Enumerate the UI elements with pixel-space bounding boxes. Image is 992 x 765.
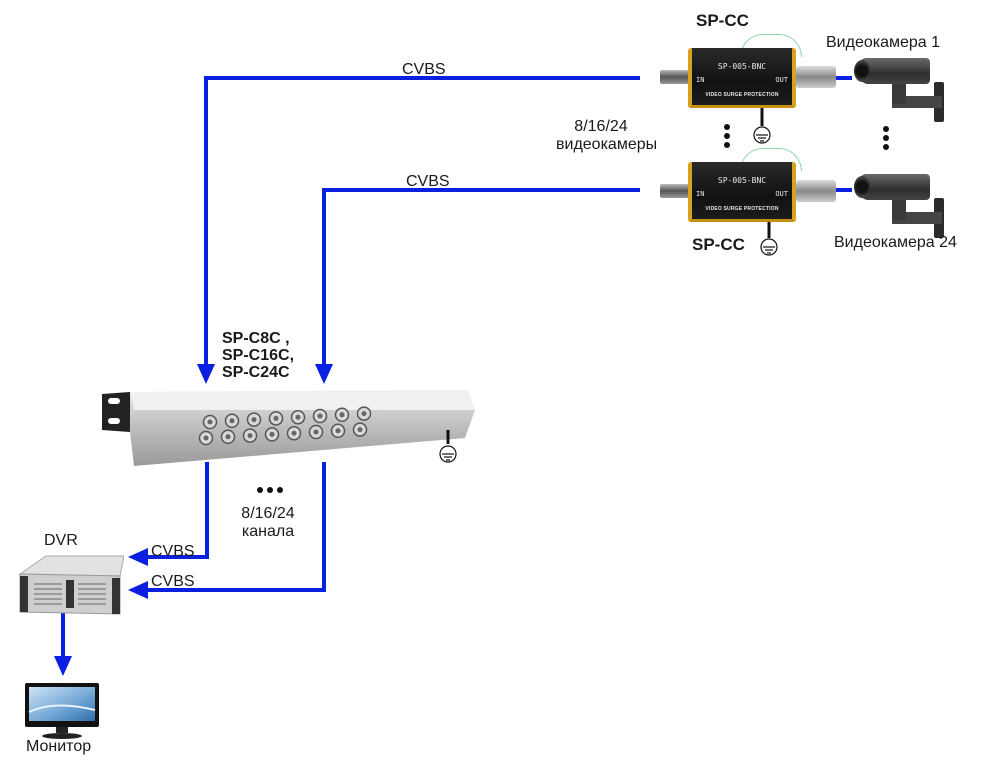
cvbs-label-dvr-1: CVBS <box>151 543 195 560</box>
camera-24 <box>852 168 952 238</box>
bnc-port-pin <box>335 428 341 434</box>
wire-dvr-in-2 <box>146 462 326 592</box>
bnc-port-pin <box>269 431 275 437</box>
out-label: OUT <box>775 76 788 84</box>
monitor-label: Монитор <box>26 738 92 755</box>
surge-protector-top: SP-005-BNC IN OUT VIDEO SURGE PROTECTION <box>650 34 840 110</box>
bnc-port-pin <box>317 413 323 419</box>
ground-icon <box>439 430 457 463</box>
camera-1-label: Видеокамера 1 <box>826 34 941 51</box>
sp-cc-top-label: SP-CC <box>696 11 749 30</box>
camera-count-line2: видеокамеры <box>556 135 658 153</box>
channels-label: 8/16/24 канала <box>228 505 308 540</box>
more-cameras-dots <box>883 124 891 153</box>
arrow-left-dvr-1 <box>128 548 148 566</box>
arrow-left-dvr-2 <box>128 581 148 599</box>
cvbs-label-second: CVBS <box>406 173 450 190</box>
surge-protector-body: SP-005-BNC IN OUT VIDEO SURGE PROTECTION <box>688 162 796 222</box>
bnc-port-pin <box>203 435 209 441</box>
ground-icon <box>753 108 771 144</box>
wire-dvr-in-1 <box>146 462 209 559</box>
bnc-port-pin <box>357 427 363 433</box>
more-protectors-dots <box>724 122 732 151</box>
in-label: IN <box>696 76 705 84</box>
cvbs-label-top: CVBS <box>402 61 446 78</box>
dvr-device <box>18 555 124 615</box>
splitter-label-line3: SP-C24C <box>222 364 290 381</box>
splitter-label: SP-C8C , SP-C16C, SP-C24C <box>222 330 294 381</box>
arrow-down-splitter-1 <box>197 364 215 384</box>
bnc-port-pin <box>207 419 213 425</box>
bnc-port-pin <box>339 412 345 418</box>
bnc-port-pin <box>295 414 301 420</box>
desc-text: VIDEO SURGE PROTECTION <box>705 206 779 212</box>
more-channels-dots <box>257 480 287 498</box>
ground-icon <box>760 222 778 256</box>
in-label: IN <box>696 190 705 198</box>
sp-cc-bottom-label: SP-CC <box>692 235 745 254</box>
camera-count-line1: 8/16/24 <box>574 118 628 135</box>
channels-line2: канала <box>241 522 295 540</box>
bnc-port-pin <box>361 411 367 417</box>
arrow-down-splitter-2 <box>315 364 333 384</box>
model-text: SP-005-BNC <box>717 62 767 71</box>
splitter-label-line1: SP-C8C , <box>222 330 290 347</box>
bnc-port-pin <box>251 417 257 423</box>
desc-text: VIDEO SURGE PROTECTION <box>705 92 779 98</box>
bnc-port-pin <box>291 430 297 436</box>
monitor-device <box>25 683 99 739</box>
cvbs-label-dvr-2: CVBS <box>151 573 195 590</box>
out-label: OUT <box>775 190 788 198</box>
surge-protector-bottom: SP-005-BNC IN OUT VIDEO SURGE PROTECTION <box>650 148 840 224</box>
rack-surge-protector <box>102 390 475 466</box>
bnc-connector-in <box>660 70 690 84</box>
bnc-port-pin <box>225 434 231 440</box>
bnc-connector-out <box>796 66 836 88</box>
model-text: SP-005-BNC <box>717 176 767 185</box>
bnc-port-pin <box>229 418 235 424</box>
dvr-label: DVR <box>44 532 78 549</box>
bnc-connector-out <box>796 180 836 202</box>
camera-count-label: 8/16/24 видеокамеры <box>556 118 658 153</box>
channels-line1: 8/16/24 <box>241 505 295 522</box>
camera-1 <box>852 52 952 122</box>
splitter-label-line2: SP-C16C, <box>222 347 295 364</box>
bnc-connector-in <box>660 184 690 198</box>
bnc-port-pin <box>247 433 253 439</box>
wire-cvbs-second <box>322 188 640 366</box>
surge-protector-body: SP-005-BNC IN OUT VIDEO SURGE PROTECTION <box>688 48 796 108</box>
wire-cvbs-top <box>204 76 640 366</box>
bnc-port-pin <box>273 415 279 421</box>
arrow-down-monitor <box>54 656 72 676</box>
bnc-port-pin <box>313 429 319 435</box>
camera-24-label: Видеокамера 24 <box>834 234 957 251</box>
